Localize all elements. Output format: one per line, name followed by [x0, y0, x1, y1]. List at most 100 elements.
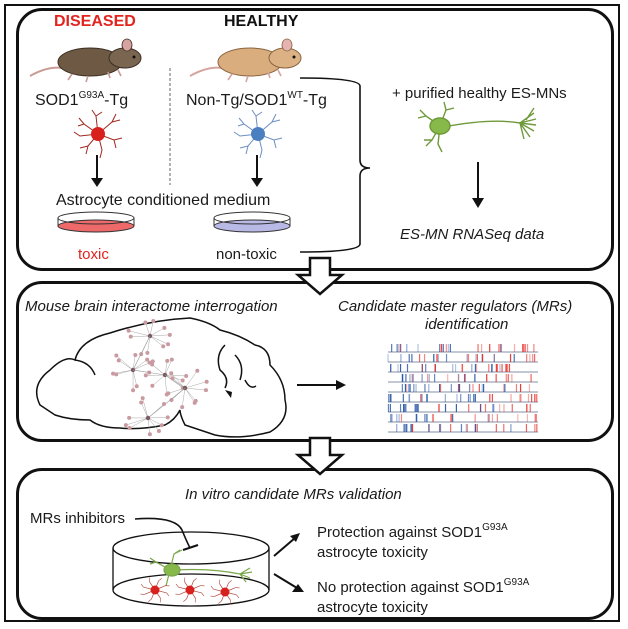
network-node	[204, 379, 209, 384]
network-edge	[171, 373, 186, 389]
network-edge	[130, 335, 151, 337]
mr-label-line2: identification	[425, 316, 509, 333]
network-edge	[181, 387, 186, 408]
network-edge	[147, 417, 151, 435]
network-edge	[142, 398, 149, 419]
network-node	[156, 429, 161, 434]
flow-arrow-2-to-3	[294, 436, 346, 476]
network-node	[167, 332, 172, 337]
inhibition-bar	[182, 544, 199, 551]
network-edge	[164, 374, 186, 389]
outcome-allele: G93A	[482, 522, 508, 533]
genotype-suffix: -Tg	[302, 92, 327, 109]
network-edge	[132, 354, 136, 371]
network-node	[140, 396, 145, 401]
panel-validation	[16, 468, 614, 620]
network-node	[145, 350, 150, 355]
network-edge	[164, 374, 187, 377]
network-node	[126, 328, 131, 333]
network-edge	[149, 327, 165, 337]
network-node	[145, 357, 150, 362]
network-node	[150, 359, 155, 364]
outcome-allele: G93A	[503, 577, 530, 588]
culture-dish-icon	[112, 531, 270, 607]
arrow-to-no-protection	[273, 573, 304, 592]
network-edge	[125, 417, 149, 426]
network-node	[195, 368, 200, 373]
network-node	[134, 384, 139, 389]
interactome-label: Mouse brain interactome interrogation	[25, 298, 278, 315]
network-node	[162, 325, 167, 330]
genotype-allele: G93A	[78, 90, 105, 101]
network-edge	[152, 374, 166, 386]
network-node	[116, 358, 121, 363]
genotype-base: Non-Tg/SOD1	[186, 92, 288, 109]
genotype-allele: WT	[287, 90, 303, 101]
network-edge	[149, 335, 164, 347]
network-edge	[164, 374, 167, 395]
network-edge	[164, 360, 168, 376]
network-node	[114, 353, 119, 358]
interactome-network	[111, 319, 209, 437]
dish-astrocyte-icon	[210, 579, 240, 605]
network-edge	[184, 387, 206, 391]
network-edge	[128, 330, 151, 337]
network-edge	[164, 359, 173, 376]
network-edge	[118, 360, 134, 371]
nontoxic-dish-icon	[213, 211, 291, 233]
network-edge	[132, 359, 148, 371]
es-mn-neuron-icon	[417, 101, 537, 153]
network-edge	[147, 417, 168, 419]
network-edge	[116, 355, 134, 371]
genotype-base: SOD1	[35, 92, 79, 109]
network-edge	[149, 334, 170, 337]
outcome-text: No protection against SOD1	[317, 579, 504, 596]
outcome-no-protection: No protection against SOD1G93A astrocyte…	[317, 573, 529, 618]
grouping-brace	[299, 77, 371, 253]
network-node	[151, 319, 156, 324]
outcome-text-line2: astrocyte toxicity	[317, 544, 428, 561]
healthy-label: HEALTHY	[224, 13, 299, 30]
network-node	[203, 388, 208, 393]
network-node	[139, 400, 144, 405]
network-node	[123, 423, 128, 428]
network-node	[170, 376, 175, 381]
network-edge	[145, 322, 151, 337]
arrow-right-to-heatmap	[297, 380, 346, 390]
network-node	[169, 397, 174, 402]
diseased-mouse-icon	[29, 38, 142, 83]
diseased-astrocyte-icon	[73, 109, 123, 159]
network-edge	[147, 335, 151, 353]
flow-arrow-1-to-2	[294, 256, 346, 296]
network-node	[192, 400, 197, 405]
es-mn-label: + purified healthy ES-MNs	[392, 85, 567, 102]
network-node	[161, 344, 166, 349]
inhibitors-label: MRs inhibitors	[30, 510, 126, 527]
toxic-dish-icon	[57, 211, 135, 233]
network-node	[131, 388, 136, 393]
network-node	[159, 423, 164, 428]
network-edge	[147, 417, 162, 426]
network-edge	[147, 417, 160, 432]
arrow-to-protection	[273, 533, 300, 557]
network-node	[169, 357, 174, 362]
figure-frame	[4, 4, 620, 622]
network-edge	[168, 387, 186, 394]
network-node	[165, 415, 170, 420]
brainstem-mark	[225, 390, 232, 398]
arrow-down-diseased	[91, 155, 103, 187]
arrow-down-rnaseq	[472, 162, 484, 208]
network-node	[166, 391, 171, 396]
toxic-label: toxic	[78, 246, 109, 263]
network-node	[127, 415, 132, 420]
network-node	[133, 352, 138, 357]
healthy-genotype: Non-Tg/SOD1WT-Tg	[186, 90, 327, 110]
diseased-genotype: SOD1G93A-Tg	[35, 90, 128, 110]
network-edge	[129, 417, 149, 429]
network-edge	[184, 381, 207, 389]
network-node	[147, 432, 152, 437]
healthy-astrocyte-icon	[233, 109, 283, 159]
network-edge	[184, 387, 195, 403]
dish-astrocyte-icon	[140, 577, 170, 603]
